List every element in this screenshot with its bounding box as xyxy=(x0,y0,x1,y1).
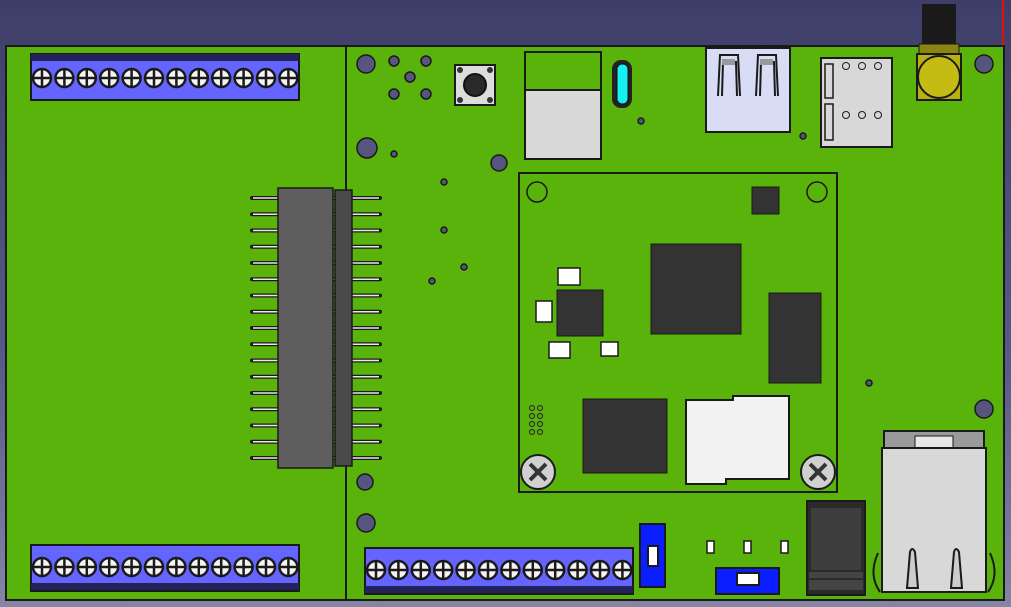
dip-switch-horizontal[interactable] xyxy=(715,567,780,595)
via-hole xyxy=(420,88,432,100)
screw-terminal xyxy=(567,559,588,581)
sma-antenna-connector[interactable] xyxy=(916,4,962,101)
screw-terminal xyxy=(98,67,120,89)
screw-terminal xyxy=(166,67,187,89)
chip xyxy=(751,186,780,215)
screw-terminal xyxy=(143,556,165,578)
screw-terminal xyxy=(278,556,299,578)
header-body xyxy=(277,187,334,469)
screw-terminal xyxy=(210,67,232,89)
via-hole xyxy=(390,150,398,158)
screw-terminal xyxy=(31,67,53,89)
mounting-holes xyxy=(356,54,994,533)
via-hole xyxy=(356,513,376,533)
module-screw-right xyxy=(800,454,836,490)
via-hole xyxy=(420,55,432,67)
led-pads xyxy=(706,540,789,554)
via-hole xyxy=(356,137,378,159)
screw-terminal xyxy=(143,67,165,89)
dc-barrel-jack[interactable] xyxy=(806,500,866,596)
screw-terminal xyxy=(31,556,53,578)
screw-terminal xyxy=(233,67,254,89)
header-socket xyxy=(334,189,353,467)
screw-terminal xyxy=(76,67,98,89)
sim-card-slot[interactable] xyxy=(820,57,893,148)
via-hole xyxy=(404,71,416,83)
screw-terminal xyxy=(121,67,142,89)
dip-switch-vertical[interactable] xyxy=(639,523,666,588)
wifi-module-shield xyxy=(685,395,790,485)
screw-terminal xyxy=(612,559,633,581)
via-hole xyxy=(428,277,436,285)
screw-terminal xyxy=(76,556,98,578)
usb-c-connector[interactable] xyxy=(612,60,632,108)
usb-a-connector[interactable] xyxy=(705,47,791,133)
pmic-chip xyxy=(556,289,604,337)
via-hole xyxy=(799,132,807,140)
screw-terminal xyxy=(432,559,454,581)
screw-terminal xyxy=(477,559,499,581)
screw-terminal xyxy=(589,559,611,581)
pin-header[interactable] xyxy=(250,187,382,469)
tactile-button[interactable] xyxy=(454,64,496,106)
screw-terminal xyxy=(500,559,521,581)
screw-terminal xyxy=(54,67,75,89)
screw-terminal xyxy=(544,559,566,581)
screw-terminal xyxy=(410,559,432,581)
via-hole xyxy=(356,473,374,491)
ethernet-rj45-jack[interactable] xyxy=(872,430,996,593)
soc-chip xyxy=(650,243,742,335)
module-screw-left xyxy=(520,454,556,490)
screw-terminal xyxy=(255,67,277,89)
usb-b-connector[interactable] xyxy=(524,51,602,160)
screw-terminal xyxy=(233,556,254,578)
via-hole xyxy=(490,154,508,172)
screw-terminal xyxy=(278,67,299,89)
emmc-chip xyxy=(582,398,668,474)
via-hole xyxy=(388,88,400,100)
screw-terminal xyxy=(388,559,409,581)
via-hole xyxy=(974,54,994,74)
screw-terminal xyxy=(166,556,187,578)
screw-terminal xyxy=(98,556,120,578)
screw-terminal xyxy=(455,559,476,581)
terminal-block-bottom-middle[interactable] xyxy=(364,547,634,595)
via-hole xyxy=(460,263,468,271)
screw-terminal xyxy=(365,559,387,581)
terminal-block-bottom-left[interactable] xyxy=(30,544,300,592)
screw-terminal xyxy=(255,556,277,578)
terminal-blocks xyxy=(30,53,634,595)
via-hole xyxy=(388,55,400,67)
via-hole xyxy=(440,178,448,186)
screw-terminal xyxy=(54,556,75,578)
via-hole xyxy=(865,379,873,387)
screw-terminal xyxy=(188,67,210,89)
screw-terminal xyxy=(188,556,210,578)
terminal-block-top-left[interactable] xyxy=(30,53,300,101)
compute-module[interactable] xyxy=(518,172,838,493)
via-hole xyxy=(974,399,994,419)
screw-terminal xyxy=(522,559,544,581)
memory-chip xyxy=(768,292,822,384)
via-hole xyxy=(637,117,645,125)
via-hole xyxy=(356,54,376,74)
screw-terminal xyxy=(210,556,232,578)
screw-terminal xyxy=(121,556,142,578)
via-hole xyxy=(440,226,448,234)
